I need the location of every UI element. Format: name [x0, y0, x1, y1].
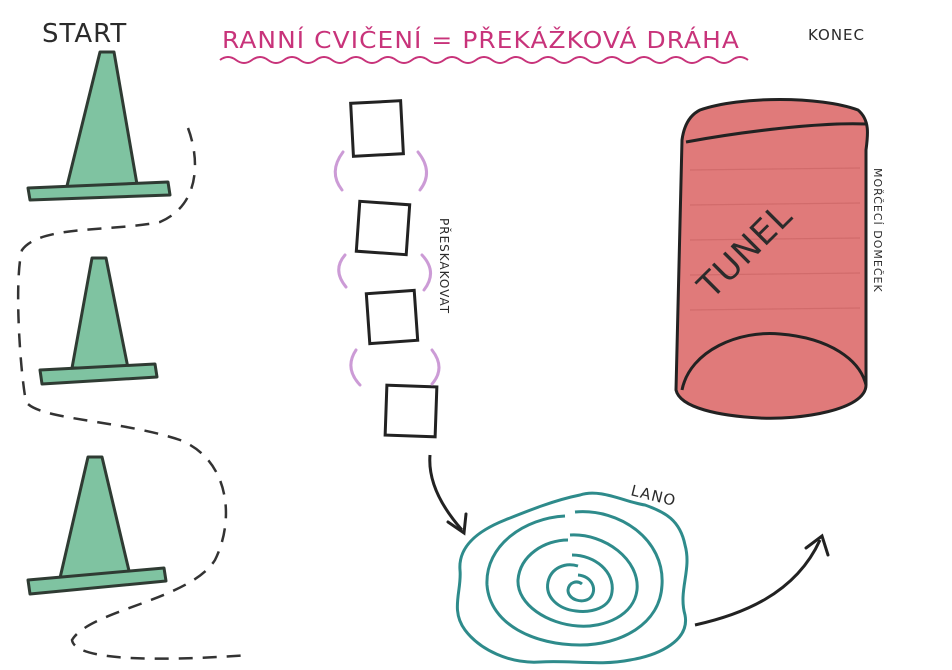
tunnel-icon	[676, 100, 868, 419]
page-title: RANNÍ CVIČENÍ = PŘEKÁŽKOVÁ DRÁHA	[222, 26, 740, 54]
hurdle-squares	[351, 101, 437, 437]
cone-icon	[28, 457, 166, 594]
arrow-to-tunnel	[695, 540, 820, 625]
cone-icon	[40, 258, 157, 384]
preskakovat-label: PŘESKAKOVAT	[437, 218, 452, 314]
konec-label: KONEC	[808, 26, 865, 44]
moreci-domecek-label: MOŘČECÍ DOMEČEK	[871, 168, 884, 293]
spiral-rope-icon	[457, 493, 687, 663]
jump-arcs	[335, 152, 439, 385]
title-underline	[220, 57, 748, 63]
arrow-to-rope	[430, 455, 462, 530]
lano-label: LANO	[629, 481, 678, 510]
cone-icon	[28, 52, 170, 200]
start-label: START	[42, 19, 127, 49]
